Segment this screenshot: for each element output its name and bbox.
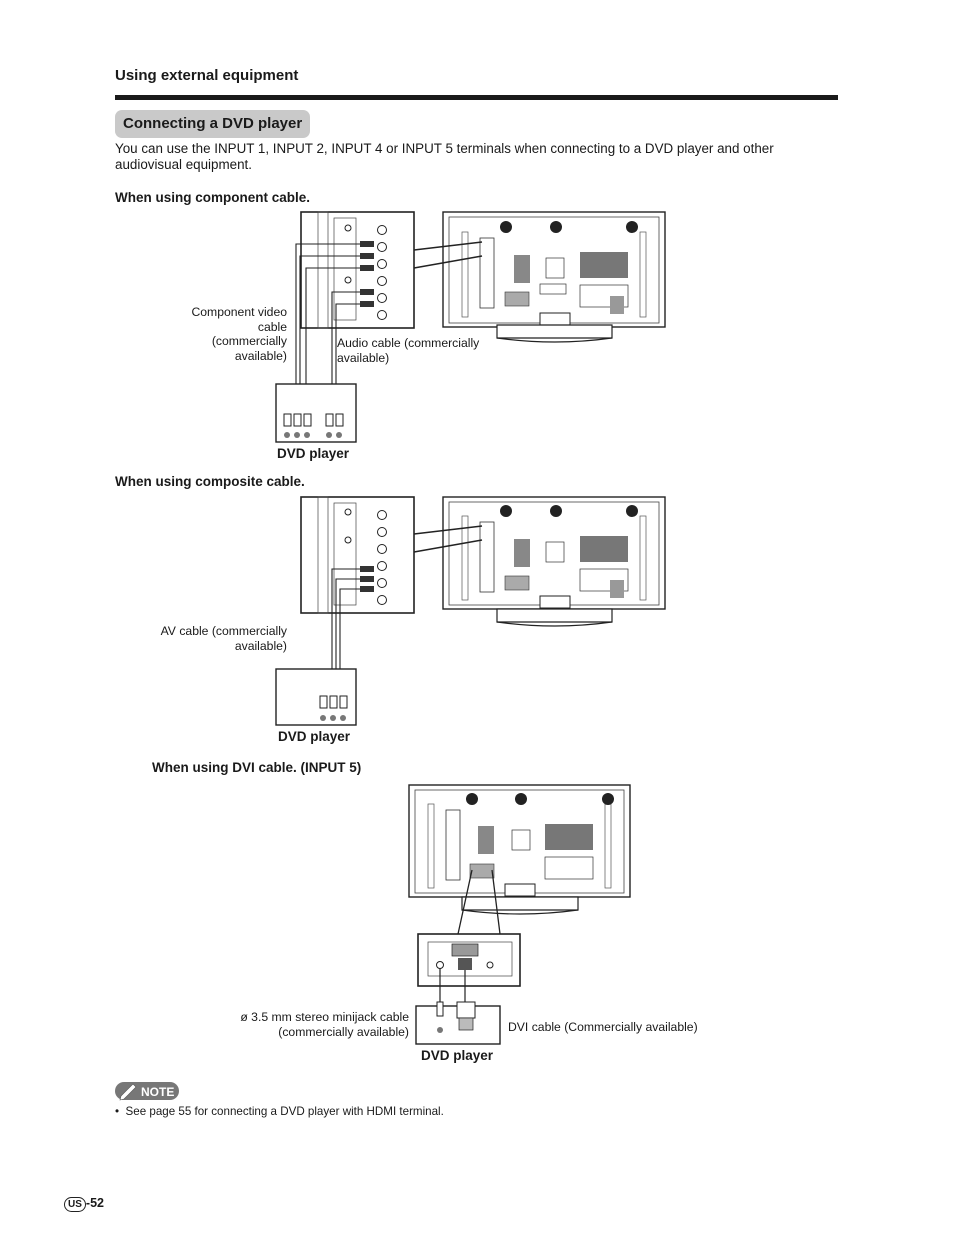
section-title: Using external equipment <box>115 67 299 84</box>
page-heading: Connecting a DVD player <box>115 110 311 138</box>
tv-rear-icon <box>408 784 631 915</box>
tv-rear-icon <box>442 496 666 627</box>
composite-diagram <box>275 496 666 726</box>
dvi-cable-label: DVI cable (Commercially available) <box>508 1020 698 1034</box>
composite-dvd-player-label: DVD player <box>278 729 351 744</box>
dvi-diagram <box>408 784 631 1045</box>
pencil-icon <box>119 1083 137 1101</box>
dvd-player-icon <box>275 668 357 726</box>
dvi-terminal-panel <box>417 933 521 987</box>
component-heading: When using component cable. <box>115 190 311 205</box>
dvi-dvd-player-label: DVD player <box>421 1048 494 1063</box>
region-badge: US <box>64 1197 86 1212</box>
note-item-text: See page 55 for connecting a DVD player … <box>125 1105 444 1118</box>
dvd-player-icon <box>415 1001 501 1045</box>
av-cable-label: AV cable (commercially available) <box>160 624 287 653</box>
audio-cable-label: Audio cable (commercially available) <box>337 336 480 365</box>
note-badge-label: NOTE <box>141 1085 174 1099</box>
note-badge: NOTE <box>115 1082 179 1101</box>
header-rule <box>115 95 838 100</box>
intro-text: You can use the INPUT 1, INPUT 2, INPUT … <box>115 141 774 172</box>
composite-heading: When using composite cable. <box>115 474 305 489</box>
note-item: • See page 55 for connecting a DVD playe… <box>115 1105 444 1118</box>
tv-rear-icon <box>442 211 666 343</box>
component-video-cable-label: Component video cable (commercially avai… <box>191 305 287 363</box>
component-diagram <box>275 211 666 443</box>
dvd-player-icon <box>275 383 357 443</box>
minijack-cable-label: ø 3.5 mm stereo minijack cable (commerci… <box>240 1010 409 1039</box>
input-terminal-panel <box>300 211 415 329</box>
input-terminal-panel <box>300 496 415 614</box>
page-number: US-52 <box>64 1196 104 1212</box>
component-dvd-player-label: DVD player <box>277 446 350 461</box>
dvi-heading: When using DVI cable. (INPUT 5) <box>152 760 362 775</box>
page-number-text: -52 <box>85 1196 104 1210</box>
